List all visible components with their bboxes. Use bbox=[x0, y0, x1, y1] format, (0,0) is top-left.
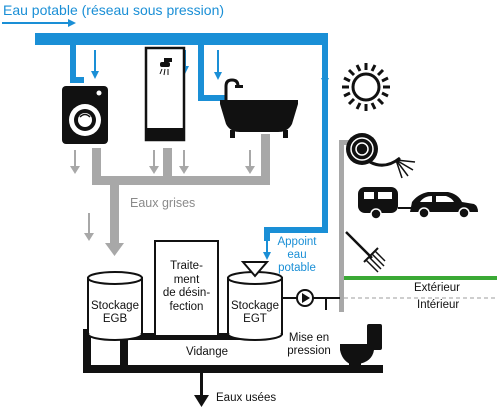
diagram-title: Eau potable (réseau sous pression) bbox=[3, 2, 225, 18]
washing-machine-icon bbox=[62, 86, 108, 144]
sun-icon bbox=[342, 63, 390, 111]
interior-label: Intérieur bbox=[417, 299, 460, 311]
exterior-boundary-line bbox=[344, 276, 497, 280]
pump-icon bbox=[296, 289, 314, 307]
rake-icon bbox=[345, 231, 386, 273]
egb-tank bbox=[87, 271, 143, 341]
toilet-icon bbox=[340, 324, 382, 368]
bathtub-icon bbox=[220, 78, 298, 138]
exterior-label: Extérieur bbox=[414, 282, 461, 294]
funnel-icon bbox=[240, 261, 270, 278]
egt-tank bbox=[227, 261, 283, 341]
waste-water-label: Eaux usées bbox=[216, 392, 277, 404]
shower-icon bbox=[144, 46, 186, 142]
pressurize-label: Mise en pression bbox=[287, 332, 331, 357]
treatment-label: Traite- ment de désin- fection bbox=[162, 260, 211, 313]
car-with-caravan-icon bbox=[358, 187, 478, 220]
drain-label: Vidange bbox=[186, 346, 228, 358]
hose-reel-icon bbox=[346, 133, 416, 179]
potable-main-pipe bbox=[35, 33, 328, 45]
grey-water-network bbox=[70, 134, 497, 312]
egt-tank-label: Stockage EGT bbox=[231, 300, 279, 325]
treatment-unit bbox=[154, 240, 219, 337]
grey-water-label: Eaux grises bbox=[130, 196, 196, 210]
egb-tank-label: Stockage EGB bbox=[91, 300, 139, 325]
top-up-label: Appoint eau potable bbox=[277, 236, 317, 274]
